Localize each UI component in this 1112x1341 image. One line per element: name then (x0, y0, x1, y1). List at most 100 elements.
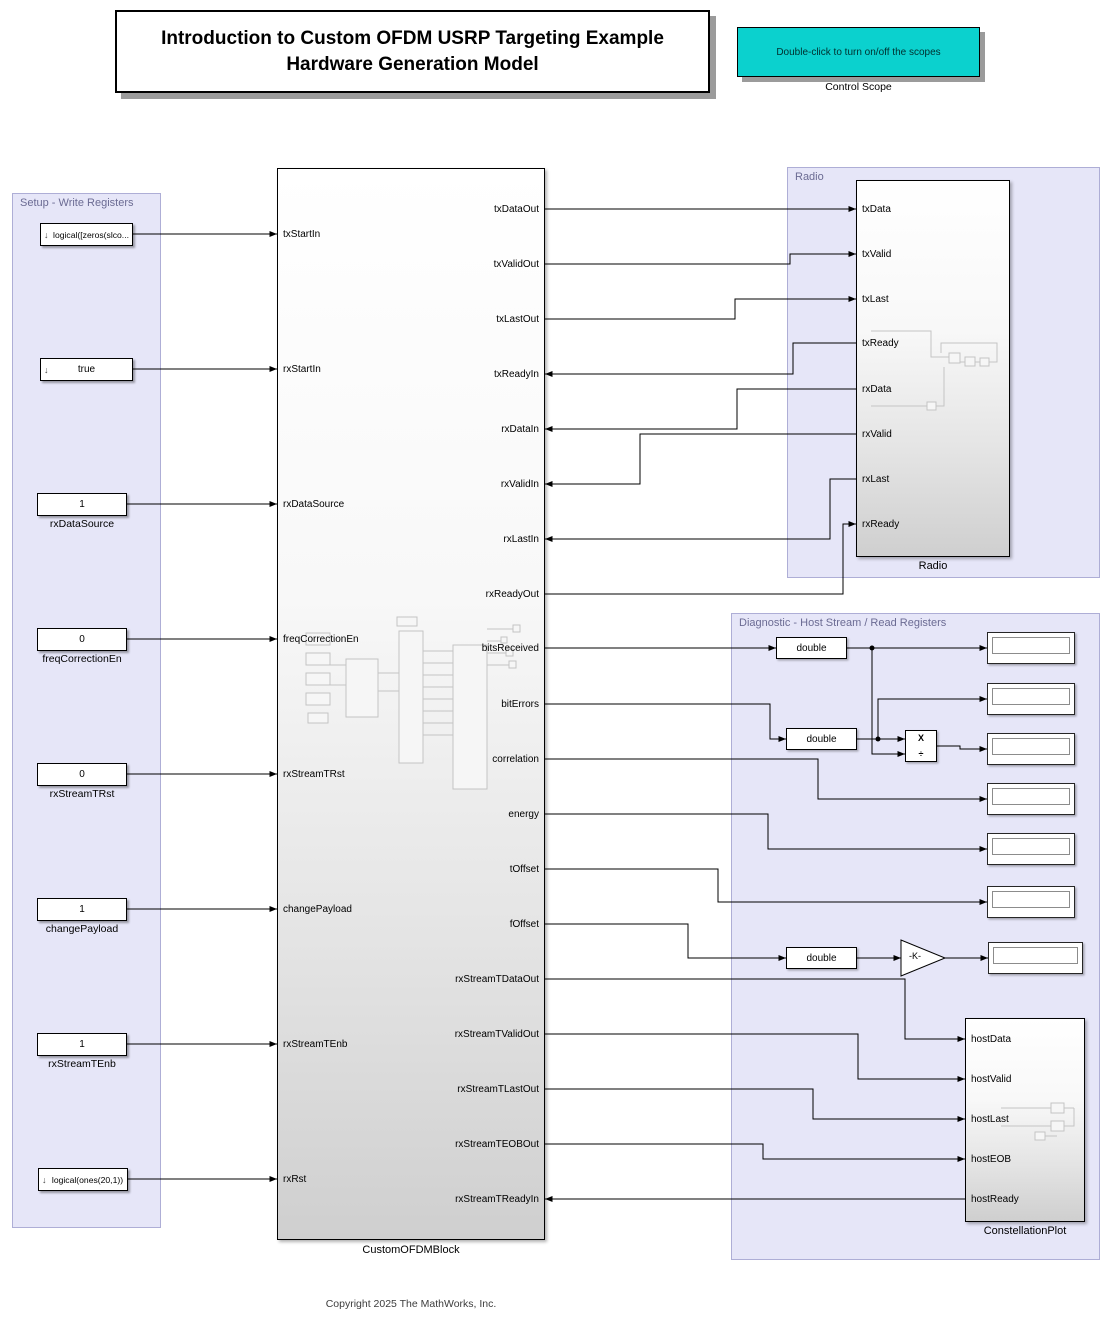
step-arrow-icon: ↓ (42, 1174, 47, 1185)
port-rxDataSource: rxDataSource (283, 499, 345, 510)
constant-value: 1 (79, 904, 85, 915)
port-rxLastIn: rxLastIn (503, 534, 539, 545)
title-annotation: Introduction to Custom OFDM USRP Targeti… (115, 10, 710, 93)
step-arrow-icon: ↓ (44, 229, 49, 240)
divide-block[interactable]: X ÷ (905, 730, 937, 762)
constant-block-rxStreamTEnb[interactable]: 1 (37, 1033, 127, 1056)
port-rxReadyOut: rxReadyOut (485, 589, 539, 600)
port-txReadyIn: txReadyIn (493, 369, 539, 380)
constellation-plot-block[interactable]: hostData hostValid hostLast hostEOB host… (965, 1018, 1085, 1222)
port-hostValid: hostValid (971, 1074, 1012, 1085)
port-hostLast: hostLast (971, 1114, 1009, 1125)
display-block-bitErrors[interactable] (987, 683, 1075, 715)
constant-block-freqCorrectionEn[interactable]: 0 (37, 628, 127, 651)
port-rxValid: rxValid (862, 429, 892, 440)
port-rxStreamTDataOut: rxStreamTDataOut (455, 974, 539, 985)
display-value (992, 788, 1070, 805)
constant-label-changePayload: changePayload (45, 923, 119, 935)
port-txValidOut: txValidOut (493, 259, 539, 270)
convert-label: double (806, 733, 837, 745)
port-rxData: rxData (862, 384, 892, 395)
custom-ofdm-block-name: CustomOFDMBlock (362, 1244, 460, 1256)
constant-label-rxStreamTEnb: rxStreamTEnb (48, 1058, 116, 1070)
constant-block-changePayload[interactable]: 1 (37, 898, 127, 921)
constant-value: 0 (79, 769, 85, 780)
port-rxDataIn: rxDataIn (501, 424, 539, 435)
port-tOffset: tOffset (509, 864, 539, 875)
area-title-radio: Radio (795, 171, 824, 183)
port-rxStreamTValidOut: rxStreamTValidOut (454, 1029, 539, 1040)
port-fOffset: fOffset (509, 919, 539, 930)
port-txValid: txValid (862, 249, 892, 260)
area-title-diagnostic: Diagnostic - Host Stream / Read Register… (739, 617, 947, 629)
port-bitErrors: bitErrors (501, 699, 539, 710)
model-title-text: Introduction to Custom OFDM USRP Targeti… (161, 27, 664, 75)
port-energy: energy (508, 809, 539, 820)
display-block-ber[interactable] (987, 733, 1075, 765)
display-block-bitsReceived[interactable] (987, 632, 1075, 664)
area-setup-write-registers[interactable]: Setup - Write Registers (12, 193, 161, 1228)
port-rxStreamTReadyIn: rxStreamTReadyIn (455, 1194, 539, 1205)
display-value (992, 738, 1070, 755)
port-hostData: hostData (971, 1034, 1012, 1045)
display-value (992, 891, 1070, 908)
port-rxStreamTRst: rxStreamTRst (283, 769, 345, 780)
constant-value: logical(ones(20,1)) (51, 1174, 124, 1185)
data-type-convert-block-1[interactable]: double (776, 637, 847, 659)
data-type-convert-block-2[interactable]: double (786, 728, 857, 750)
divide-bottom-symbol: ÷ (918, 749, 924, 759)
display-block-energy[interactable] (987, 833, 1075, 865)
convert-label: double (796, 642, 827, 654)
constant-value: 0 (79, 634, 85, 645)
gain-label: -K- (909, 951, 921, 961)
port-txDataOut: txDataOut (493, 204, 539, 215)
port-hostEOB: hostEOB (971, 1154, 1012, 1165)
copyright-text: Copyright 2025 The MathWorks, Inc. (325, 1298, 497, 1310)
port-txData: txData (862, 204, 891, 215)
port-rxRst: rxRst (283, 1174, 307, 1185)
port-rxValidIn: rxValidIn (500, 479, 539, 490)
port-rxStartIn: rxStartIn (283, 364, 321, 375)
port-correlation: correlation (492, 754, 539, 765)
divide-top-symbol: X (917, 733, 924, 743)
port-txLastOut: txLastOut (496, 314, 539, 325)
constant-value: 1 (79, 1039, 85, 1050)
display-value (993, 947, 1078, 964)
custom-ofdm-block[interactable]: txStartIn rxStartIn rxDataSource freqCor… (277, 168, 545, 1240)
port-txLast: txLast (862, 294, 889, 305)
constant-block-rxStartIn[interactable]: ↓ true (40, 358, 133, 381)
constellation-plot-name: ConstellationPlot (983, 1225, 1067, 1237)
radio-block[interactable]: txData txValid txLast txReady rxData rxV… (856, 180, 1010, 557)
constant-value: true (77, 364, 96, 375)
constant-label-freqCorrectionEn: freqCorrectionEn (42, 653, 122, 665)
port-freqCorrectionEn: freqCorrectionEn (283, 634, 359, 645)
port-rxReady: rxReady (862, 519, 900, 530)
port-txStartIn: txStartIn (283, 229, 321, 240)
display-value (992, 637, 1070, 654)
port-rxStreamTEnb: rxStreamTEnb (283, 1039, 348, 1050)
constant-block-rxStreamTRst[interactable]: 0 (37, 763, 127, 786)
area-title-setup: Setup - Write Registers (20, 197, 134, 209)
display-block-tOffset[interactable] (987, 886, 1075, 918)
port-txReady: txReady (862, 338, 899, 349)
port-rxStreamTEOBOut: rxStreamTEOBOut (455, 1139, 539, 1150)
control-scope-button[interactable]: Double-click to turn on/off the scopes (737, 27, 980, 77)
radio-block-name: Radio (918, 560, 948, 572)
step-arrow-icon: ↓ (44, 364, 49, 375)
port-hostReady: hostReady (971, 1194, 1019, 1205)
constant-block-txStartIn[interactable]: ↓ logical([zeros(slco... (40, 223, 133, 246)
display-block-fOffset[interactable] (988, 942, 1083, 974)
control-scope-caption: Control Scope (825, 81, 892, 93)
port-changePayload: changePayload (283, 904, 352, 915)
display-value (992, 688, 1070, 705)
data-type-convert-block-3[interactable]: double (786, 947, 857, 969)
constant-block-rxRst[interactable]: ↓ logical(ones(20,1)) (38, 1168, 128, 1191)
display-value (992, 838, 1070, 855)
constant-value: 1 (79, 499, 85, 510)
port-bitsReceived: bitsReceived (481, 643, 539, 654)
control-scope-button-label: Double-click to turn on/off the scopes (776, 46, 941, 58)
convert-label: double (806, 952, 837, 964)
display-block-correlation[interactable] (987, 783, 1075, 815)
constant-block-rxDataSource[interactable]: 1 (37, 493, 127, 516)
